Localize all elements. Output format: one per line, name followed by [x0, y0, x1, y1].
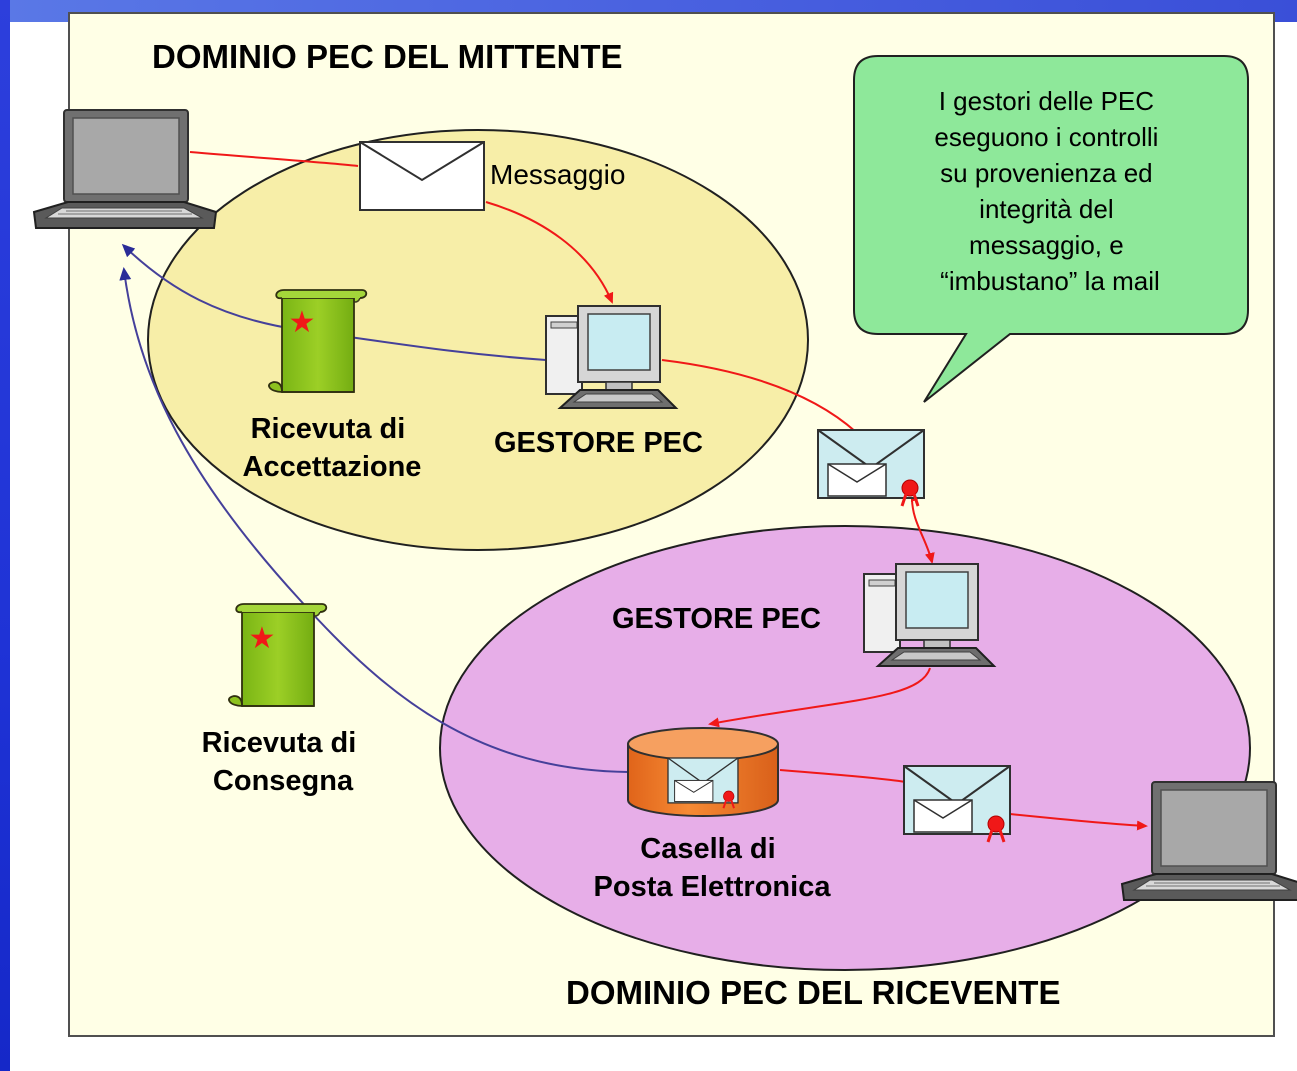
message-label: Messaggio: [490, 159, 625, 190]
mailbox-label-line-2: Posta Elettronica: [594, 871, 832, 903]
message-envelope-icon: [359, 141, 485, 211]
message-flow-6: [779, 769, 907, 783]
callout-line-1: I gestori delle PEC: [939, 86, 1154, 116]
pec-envelope-icon: [816, 428, 926, 508]
delivery-receipt-label: Ricevuta di Consegna: [202, 727, 365, 797]
callout-bubble: [853, 55, 1249, 403]
callout-line-2: eseguono i controlli: [934, 122, 1158, 152]
receiver-gestore-computer-icon: [863, 563, 995, 667]
message-flow-3: [661, 359, 857, 433]
message-flow-2: [485, 201, 614, 304]
callout-line-6: “imbustano” la mail: [940, 266, 1160, 296]
message-flow-1: [189, 151, 359, 167]
mailbox-label: Casella di Posta Elettronica: [594, 833, 832, 903]
sender-laptop-icon: [33, 109, 217, 229]
message-flow-7: [1009, 813, 1148, 831]
delivery-receipt-flow: [119, 267, 629, 773]
mailbox-cylinder-icon: [627, 727, 779, 817]
delivery-receipt-label-line-2: Consegna: [213, 765, 354, 797]
acceptance-receipt-label-line-1: Ricevuta di: [251, 413, 406, 445]
sender-gestore-computer-icon: [545, 305, 677, 409]
slide-left-strip: [0, 0, 10, 1071]
callout-line-5: messaggio, e: [969, 230, 1124, 260]
mailbox-label-line-1: Casella di: [640, 833, 775, 865]
delivered-pec-envelope-icon: [902, 764, 1012, 844]
acceptance-receipt-label: Ricevuta di Accettazione: [243, 413, 422, 483]
receiver-domain-ellipse: [439, 525, 1251, 971]
callout-text: I gestori delle PEC eseguono i controlli…: [934, 86, 1165, 296]
message-flow-4: [911, 497, 935, 564]
receiver-gestore-label: GESTORE PEC: [612, 603, 821, 635]
sender-domain-ellipse: [147, 129, 809, 551]
callout-line-4: integrità del: [979, 194, 1113, 224]
acceptance-receipt-label-line-2: Accettazione: [243, 451, 422, 483]
receiver-domain-title: DOMINIO PEC DEL RICEVENTE: [566, 974, 1060, 1011]
callout-line-3: su provenienza ed: [940, 158, 1152, 188]
sender-domain-title: DOMINIO PEC DEL MITTENTE: [152, 38, 623, 75]
sender-gestore-label: GESTORE PEC: [494, 427, 703, 459]
acceptance-receipt-scroll-icon: ★: [268, 289, 368, 393]
message-flow-5: [708, 667, 931, 728]
svg-text:★: ★: [289, 305, 316, 340]
delivery-receipt-scroll-icon: ★: [228, 603, 328, 707]
svg-text:★: ★: [249, 621, 276, 656]
delivery-receipt-label-line-1: Ricevuta di: [202, 727, 357, 759]
